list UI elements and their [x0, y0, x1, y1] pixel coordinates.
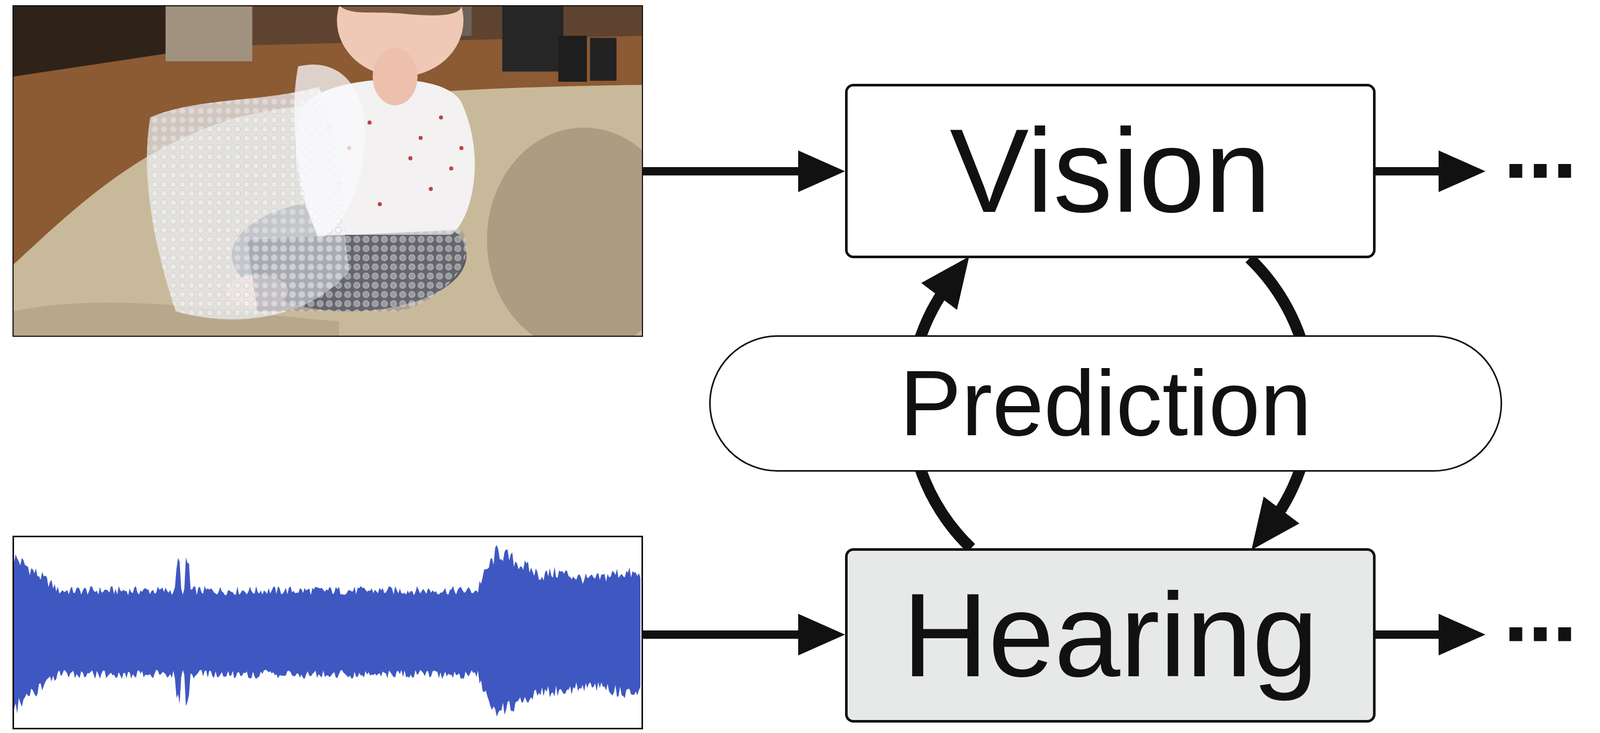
image-input-arrow: [643, 167, 808, 176]
arrowhead: [1438, 613, 1486, 656]
photo-illustration: [12, 5, 644, 337]
node-label: Vision: [949, 105, 1271, 237]
node-label: Hearing: [902, 570, 1318, 701]
node-label: Prediction: [899, 352, 1313, 455]
audio-input-arrow: [643, 630, 808, 639]
audio-waveform: [12, 535, 644, 730]
continuation-ellipsis: ⋯: [1503, 134, 1577, 208]
arrowhead: [798, 613, 846, 656]
process-box: Hearing: [845, 548, 1376, 723]
continuation-ellipsis: ⋯: [1503, 598, 1577, 672]
arrowhead: [798, 150, 846, 193]
process-box: Vision: [845, 83, 1376, 259]
arrowhead: [1438, 150, 1486, 193]
hearing-output-arrow: [1375, 630, 1448, 639]
vision-output-arrow: [1375, 167, 1448, 176]
prediction-pill: Prediction: [709, 335, 1503, 472]
waveform-trace: [14, 545, 641, 717]
